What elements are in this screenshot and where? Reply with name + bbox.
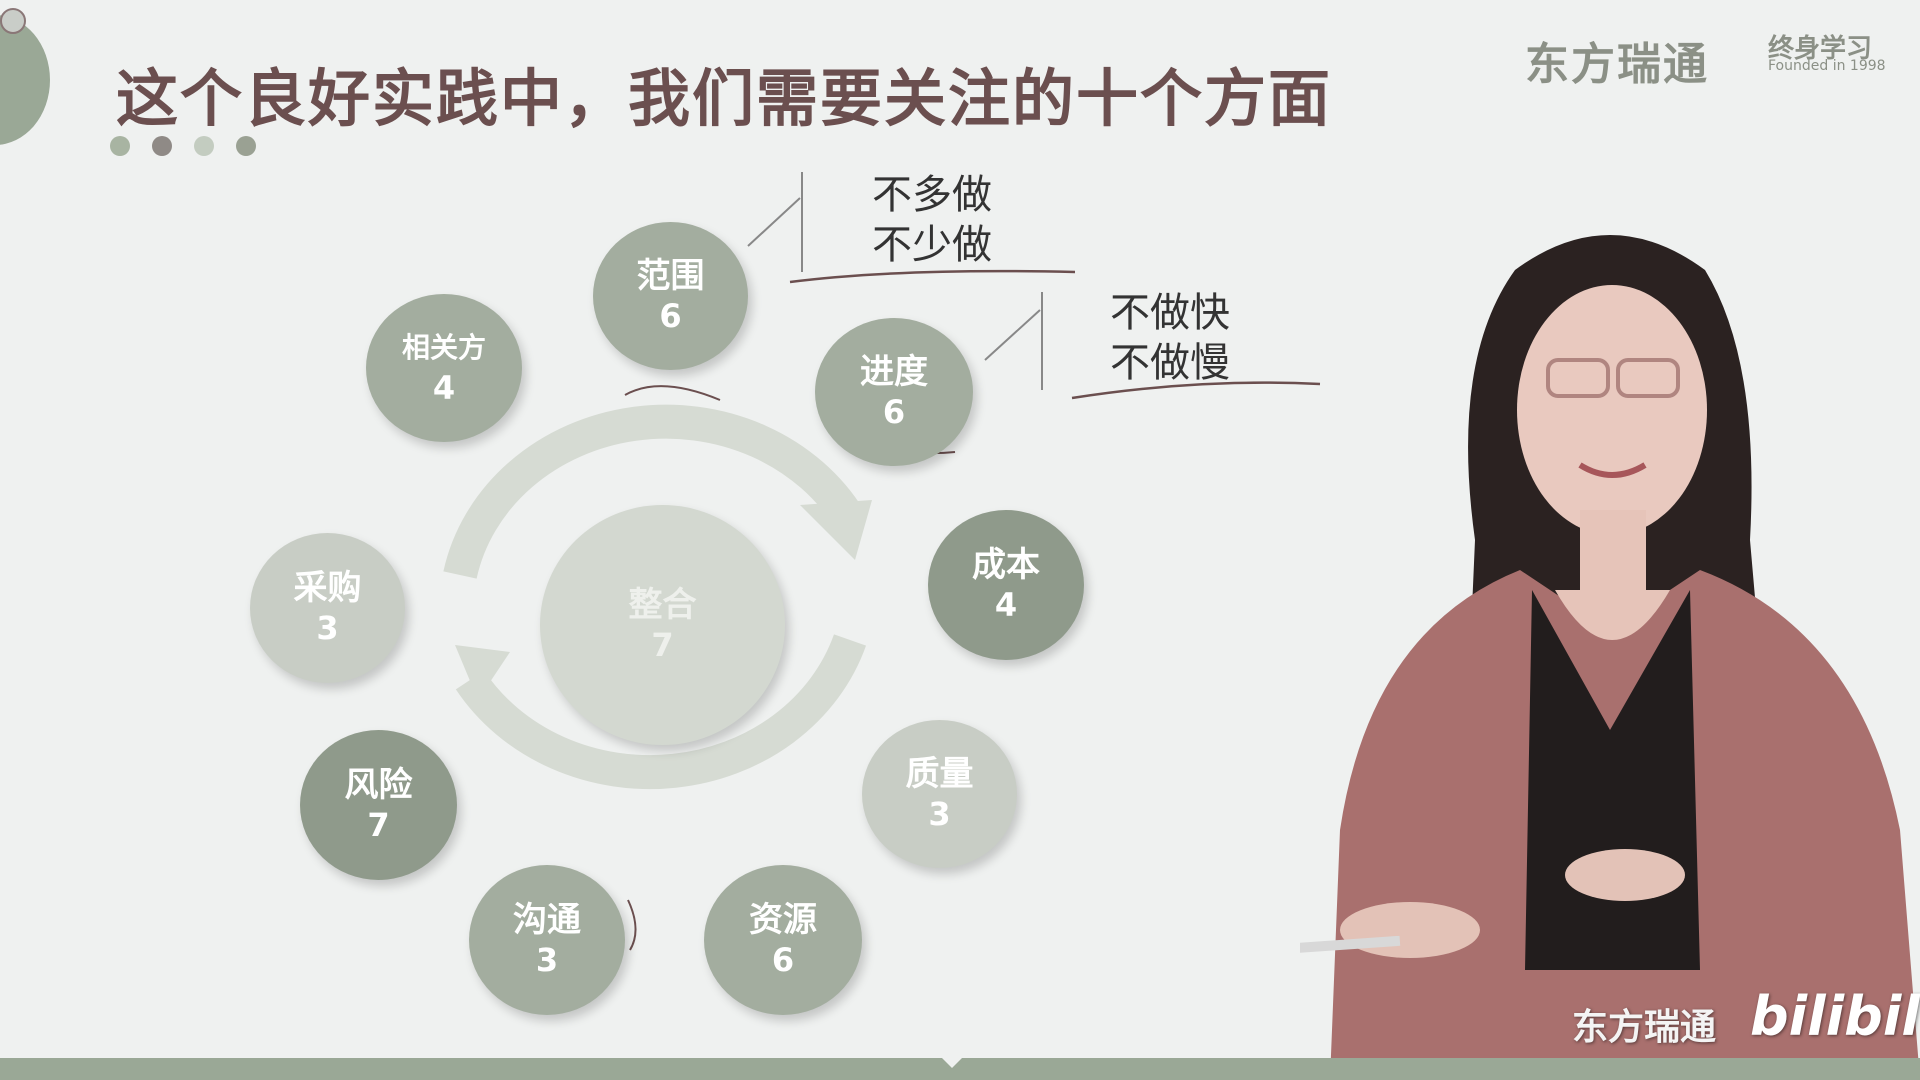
- area-name: 整合: [628, 585, 697, 625]
- slide-title: 这个良好实践中，我们需要关注的十个方面: [116, 62, 1333, 135]
- dot-icon: [152, 136, 172, 156]
- footer-notch-icon: [930, 1046, 974, 1068]
- presenter-image: [1300, 235, 1920, 1080]
- area-schedule: 进度 6: [815, 318, 973, 466]
- watermark-brand: 东方瑞通: [1572, 1007, 1717, 1048]
- footer-bar: [0, 1058, 1920, 1080]
- area-name: 质量: [905, 754, 974, 794]
- area-cost: 成本 4: [928, 510, 1084, 660]
- area-name: 范围: [636, 256, 705, 296]
- area-name: 资源: [749, 900, 817, 940]
- area-count: 6: [659, 297, 682, 335]
- area-resource: 资源 6: [704, 865, 862, 1015]
- corner-badge-icon: [0, 8, 26, 34]
- area-risk: 风险 7: [300, 730, 457, 880]
- area-count: 6: [882, 393, 906, 431]
- area-name: 采购: [293, 568, 362, 608]
- brand-founded: Founded in 1998: [1768, 58, 1886, 74]
- note-schedule: 不做快 不做慢: [1110, 288, 1230, 388]
- note-line: 不做慢: [1110, 340, 1230, 386]
- area-count: 4: [994, 586, 1018, 624]
- brand-logo: 东方瑞通: [1525, 39, 1709, 90]
- area-scope: 范围 6: [593, 222, 748, 370]
- area-stakeholder: 相关方 4: [366, 294, 522, 442]
- area-count: 3: [316, 609, 339, 647]
- title-dots: [110, 136, 256, 156]
- area-name: 相关方: [401, 331, 486, 364]
- dot-icon: [110, 136, 130, 156]
- area-name: 进度: [860, 352, 928, 392]
- dot-icon: [194, 136, 214, 156]
- note-line: 不做快: [1110, 290, 1230, 336]
- area-name: 风险: [344, 765, 413, 805]
- area-name: 沟通: [513, 900, 581, 940]
- brand-slogan: 终身学习: [1768, 34, 1873, 64]
- note-line: 不多做: [872, 172, 992, 218]
- area-count: 7: [651, 626, 674, 664]
- area-count: 3: [535, 941, 559, 979]
- area-count: 4: [432, 369, 456, 407]
- area-count: 3: [928, 795, 951, 833]
- note-scope: 不多做 不少做: [872, 170, 992, 270]
- area-count: 6: [771, 941, 795, 979]
- area-count: 7: [367, 806, 390, 844]
- area-quality: 质量 3: [862, 720, 1017, 868]
- watermark-site: bilibili: [1750, 985, 1920, 1048]
- dot-icon: [236, 136, 256, 156]
- center-integration: 整合 7: [540, 505, 785, 745]
- area-name: 成本: [972, 545, 1040, 585]
- note-line: 不少做: [872, 222, 992, 268]
- area-procurement: 采购 3: [250, 533, 405, 683]
- area-communication: 沟通 3: [469, 865, 625, 1015]
